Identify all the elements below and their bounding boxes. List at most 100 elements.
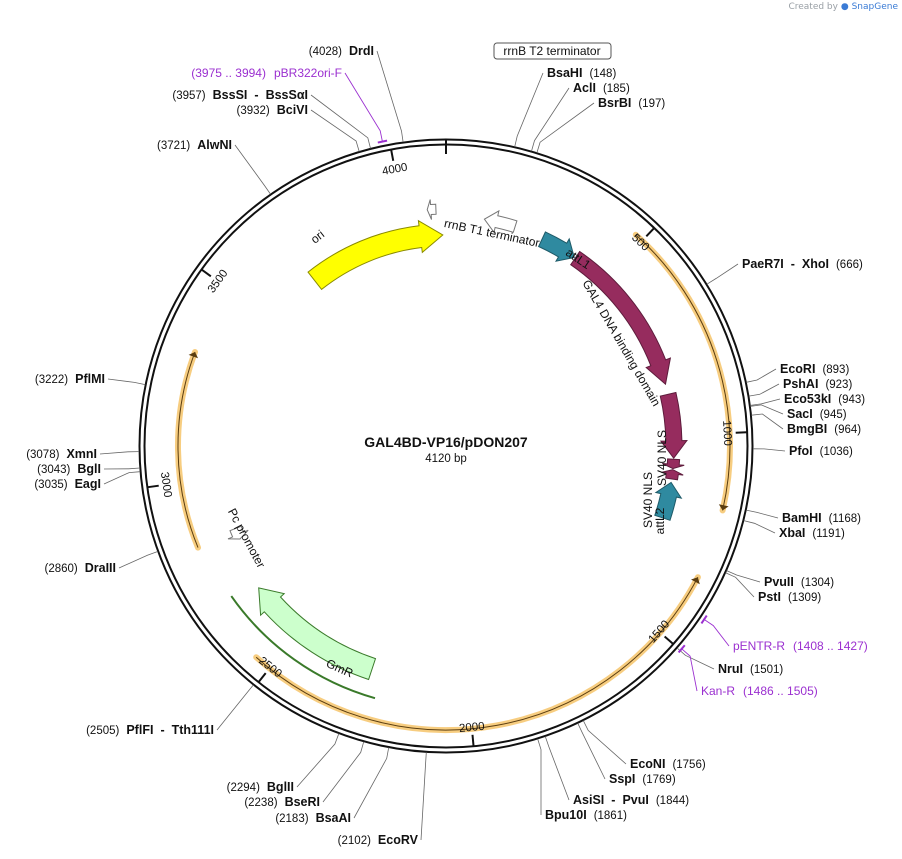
gal4-arrow[interactable] (570, 250, 672, 386)
site-ecorv[interactable]: (2102)EcoRV (338, 752, 427, 847)
site-label: PaeR7I-XhoI(666) (742, 257, 863, 271)
sv40-nls-1-label[interactable]: SV40 NLS (655, 430, 669, 486)
primer-kanr[interactable]: Kan-R(1486 .. 1505) (677, 644, 818, 698)
site-bpu10i[interactable]: Bpu10I(1861) (537, 738, 627, 822)
site-saci[interactable]: SacI(945) (750, 404, 847, 421)
backbone-outer (138, 138, 754, 754)
site-bamhi[interactable]: BamHI(1168) (746, 509, 861, 525)
site-ecori[interactable]: EcoRI(893) (746, 362, 849, 383)
site-bsssi[interactable]: (3957)BssSI-BssSαI (172, 88, 371, 149)
site-bmgbi[interactable]: BmgBI(964) (751, 413, 861, 436)
site-name: Bpu10I (545, 808, 587, 822)
site-bsrbi[interactable]: BsrBI(197) (536, 96, 665, 153)
sv40-nls-1-arrow[interactable] (662, 458, 685, 470)
site-eco53ki[interactable]: Eco53kI(943) (750, 392, 865, 406)
credit-brand: SnapGene (851, 2, 898, 12)
rrnb-t2-arrow[interactable] (426, 199, 437, 220)
site-label: (2505)PflFI-Tth111I (86, 723, 214, 737)
primer-name: pBR322ori-F (274, 66, 342, 80)
vp16-arrow[interactable] (659, 391, 688, 460)
gmr-arrow[interactable] (258, 587, 377, 681)
site-pvuii[interactable]: PvuII(1304) (726, 570, 835, 589)
site-name: PflMI (75, 372, 105, 386)
site-bseri[interactable]: (2238)BseRI (244, 741, 365, 809)
site-pfoi[interactable]: PfoI(1036) (752, 444, 853, 458)
site-position: (3035) (34, 479, 67, 491)
site-leader (531, 87, 570, 152)
site-name: BamHI (782, 511, 822, 525)
site-drdi[interactable]: (4028)DrdI (309, 44, 404, 143)
site-position: (2102) (338, 835, 371, 847)
site-position: (3721) (157, 140, 190, 152)
primer-pbr322[interactable]: (3975 .. 3994)pBR322ori-F (191, 66, 388, 144)
site-name: XhoI (802, 257, 829, 271)
site-position: (148) (589, 68, 616, 80)
site-leader (107, 378, 146, 385)
ori-label[interactable]: ori (308, 227, 327, 246)
plasmid-length: 4120 bp (425, 453, 467, 465)
site-leader (577, 723, 606, 780)
site-psti[interactable]: PstI(1309) (725, 572, 822, 604)
tick-label-2000: 2000 (459, 721, 486, 735)
vp16-label[interactable]: VP16 AD (689, 414, 701, 462)
site-label: (4028)DrdI (309, 44, 374, 58)
primer-pentr[interactable]: pENTR-R(1408 .. 1427) (700, 614, 868, 653)
primer-leader (344, 72, 384, 143)
primer-label: Kan-R(1486 .. 1505) (701, 684, 818, 698)
site-draiii[interactable]: (2860)DraIII (44, 551, 158, 576)
site-bgli[interactable]: (3043)BglI (37, 462, 140, 476)
site-pflmi[interactable]: (3222) PflMI (35, 372, 146, 386)
primer-leader (703, 618, 730, 647)
site-position: (197) (638, 98, 665, 110)
site-label: (3035)EagI (34, 477, 101, 491)
primer-label: pENTR-R(1408 .. 1427) (733, 639, 868, 653)
site-position: (1844) (656, 795, 689, 807)
site-name: BmgBI (787, 422, 827, 436)
site-bsahi[interactable]: BsaHI (148) (514, 66, 617, 147)
site-alwni[interactable]: (3721)AlwNI (157, 138, 271, 195)
site-leader (99, 451, 140, 455)
attl2-label[interactable]: attL2 (653, 507, 667, 534)
site-leader (748, 383, 780, 397)
rrnb-t1-arrow[interactable] (483, 209, 518, 234)
pc-promoter-arrow[interactable] (227, 525, 249, 540)
site-bsaai[interactable]: (2183)BsaAI (275, 747, 390, 825)
sv40-nls-2-arrow[interactable] (661, 469, 684, 481)
site-econi[interactable]: EcoNI(1756) (582, 720, 706, 771)
attl1-arrow[interactable] (537, 231, 575, 262)
site-label: (2183)BsaAI (275, 811, 351, 825)
site-name: - (611, 793, 615, 807)
site-leader (310, 94, 371, 149)
site-paer7i[interactable]: PaeR7I-XhoI(666) (706, 257, 863, 285)
site-label: XbaI(1191) (779, 526, 845, 540)
site-name: EcoRI (780, 362, 815, 376)
site-position: (4028) (309, 46, 342, 58)
site-acli[interactable]: AclI(185) (531, 81, 630, 152)
site-name: BseRI (285, 795, 320, 809)
site-asisi[interactable]: AsiSI-PvuI(1844) (544, 736, 689, 808)
site-eagi[interactable]: (3035)EagI (34, 471, 141, 491)
orf-halo-left (174, 349, 201, 551)
site-leader (746, 509, 779, 519)
site-xbai[interactable]: XbaI(1191) (743, 520, 845, 540)
site-name: PvuII (764, 575, 794, 589)
site-label: SacI(945) (787, 407, 847, 421)
site-xmni[interactable]: (3078)XmnI (26, 447, 140, 461)
site-position: (3222) (35, 374, 68, 386)
site-name: PaeR7I (742, 257, 784, 271)
attl2-arrow[interactable] (654, 481, 683, 521)
site-name: BsaHI (547, 66, 582, 80)
site-bglii[interactable]: (2294)BglII (227, 733, 340, 794)
site-label: PfoI(1036) (789, 444, 853, 458)
site-position: (2183) (275, 813, 308, 825)
site-name: - (254, 88, 258, 102)
rrnb-t2-label[interactable]: rrnB T2 terminator (493, 42, 612, 60)
ori-arrow[interactable] (307, 219, 444, 291)
site-label: PvuII(1304) (764, 575, 834, 589)
site-sspi[interactable]: SspI(1769) (577, 723, 676, 786)
site-pshai[interactable]: PshAI(923) (748, 377, 853, 397)
sv40-nls-2-label[interactable]: SV40 NLS (641, 472, 655, 528)
primer-leader (680, 647, 698, 692)
site-pflfi[interactable]: (2505)PflFI-Tth111I (86, 684, 254, 737)
site-bcivi[interactable]: (3932)BciVI (236, 103, 360, 152)
